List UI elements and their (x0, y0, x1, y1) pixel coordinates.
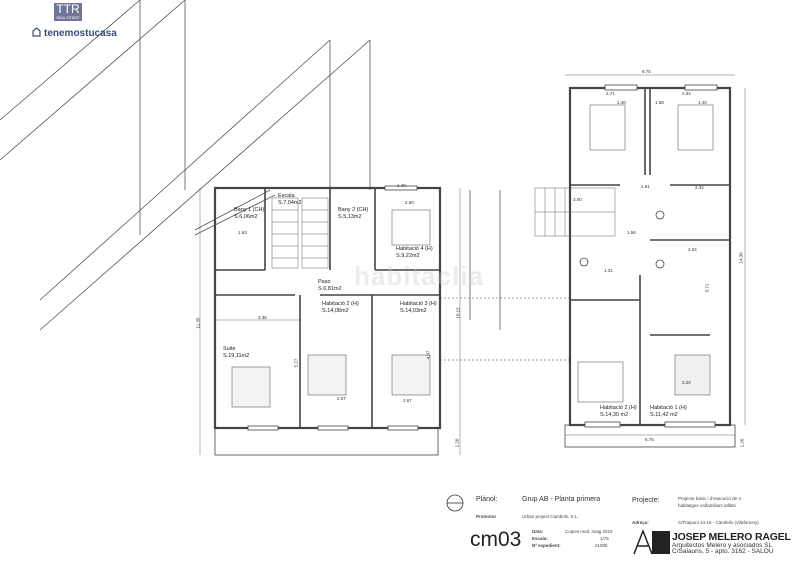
dimension: 6.75 (642, 69, 651, 74)
roof-lines (0, 0, 501, 331)
plano-label: Plànol: (476, 496, 498, 503)
dimension: 3.71 (704, 283, 710, 293)
dimension: 1.31 (604, 268, 613, 273)
room-label: Bany 2 (CH)S.5,13m2 (338, 207, 369, 220)
adreca-value: C/Fraiponi 14-16 - Cambrils (Vilafortuny… (678, 520, 759, 525)
projecte-label: Projecte: (632, 497, 660, 504)
dimension: 1.20 (739, 438, 745, 448)
projecte-value-2: habitatges unifamiliars aïllats (678, 503, 736, 508)
data-value: Copies mod. maig 2023 (565, 529, 613, 534)
dimension: 5.27 (293, 358, 299, 368)
room-label: Habitació 2 (H)S.14,30 m2 (600, 405, 637, 418)
room-label: Habitació 2 (H)S.14,08m2 (322, 301, 359, 314)
escala-label: Escala: (532, 536, 548, 541)
expedient-label: Nº expedient: (532, 543, 561, 548)
drawing-code: cm03 (470, 528, 522, 551)
data-label: Data: (532, 529, 544, 534)
firm-name: JOSEP MELERO RAGEL (672, 531, 791, 543)
orientation-symbol-icon (446, 494, 464, 512)
dimension: 2.34 (682, 91, 691, 96)
projecte-value-1: Projecte bàsic i d'execució de 4 (678, 496, 741, 501)
dimension: 1.56 (627, 230, 636, 235)
left-floor-plan (199, 185, 570, 456)
dimension: 1.63 (238, 230, 247, 235)
am-logo-block (652, 531, 670, 554)
dimension: 1.20 (454, 438, 460, 448)
escala-value: 1/75 (600, 536, 609, 541)
dimension: 1.91 (641, 184, 650, 189)
dimension: 1.40 (698, 100, 707, 105)
dimension: 1.40 (617, 100, 626, 105)
expedient-value: 21005 (595, 543, 608, 548)
site-name: tenemostucasa (44, 28, 117, 39)
right-floor-plan (534, 74, 746, 448)
dimension: 1.88 (655, 100, 664, 105)
dimension: 2.34 (695, 185, 704, 190)
room-label: Habitació 4 (H)S.9,22m2 (396, 246, 433, 259)
dimension: 10.15 (455, 307, 461, 319)
dimension: 2.60 (405, 200, 414, 205)
dimension: 4.07 (425, 350, 431, 360)
room-label: Habitació 3 (H)S.14,03m2 (400, 301, 437, 314)
dimension: 3.20 (682, 380, 691, 385)
dimension: 6.75 (645, 437, 654, 442)
dimension: 3.00 (573, 197, 582, 202)
house-icon (32, 27, 41, 37)
adreca-label: Adreça: (632, 520, 649, 525)
room-label: Bany 1 (CH)S.6,06m2 (234, 207, 265, 220)
am-logo-icon (633, 528, 653, 555)
dimension: 2.71 (606, 91, 615, 96)
logo-subtext: REAL ESTATE (56, 16, 80, 20)
dimension: 2.67 (337, 396, 346, 401)
dimension: 2.04 (688, 247, 697, 252)
dimension: 1.40 (397, 183, 406, 188)
dimension: 11.35 (195, 317, 201, 329)
dimension: 14.30 (738, 252, 744, 264)
room-label: Habitació 1 (H)S.11,42 m2 (650, 405, 687, 418)
promotor-label: Promotor (476, 514, 497, 519)
promotor-value: Urban project Cambrils, S.L. (522, 514, 579, 519)
dimension: 2.67 (403, 398, 412, 403)
dimension: 3.36 (258, 315, 267, 320)
plano-value: Grup AB - Planta primera (522, 496, 601, 503)
watermark: habitaclia (354, 261, 484, 291)
